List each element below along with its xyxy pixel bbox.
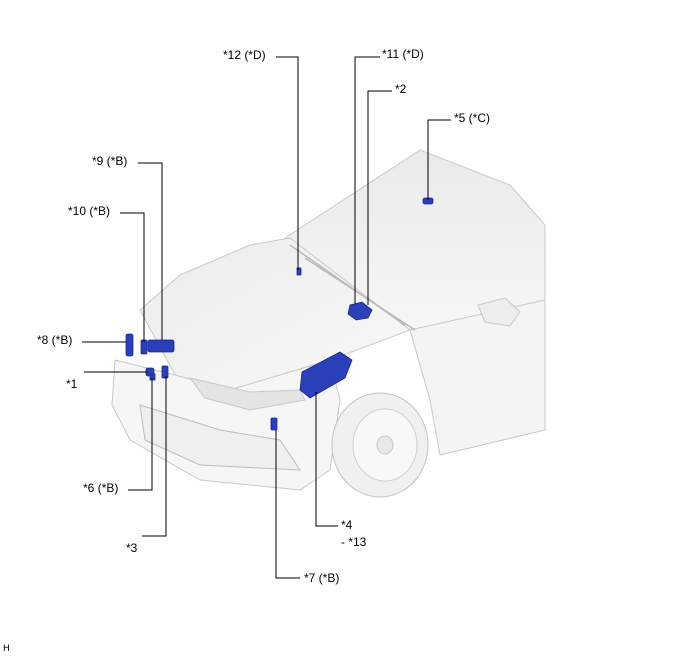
- leader-4: [315, 392, 338, 527]
- callout-5: *5 (*C): [454, 111, 491, 125]
- wipers: [289, 244, 416, 331]
- callout-8: *8 (*B): [37, 333, 73, 347]
- component-8: [125, 333, 134, 357]
- car-body: [111, 149, 546, 491]
- leader-6: [128, 378, 153, 491]
- callout-1: *1: [66, 377, 78, 391]
- callout-7: *7 (*B): [304, 571, 340, 585]
- figure-code: H: [3, 644, 10, 654]
- leader-lines: [82, 56, 451, 579]
- callout-11: *11 (*D): [382, 47, 424, 61]
- callout-13: - *13: [341, 535, 367, 549]
- callout-2: *2: [395, 82, 407, 96]
- component-9: [147, 339, 175, 353]
- leader-5: [427, 119, 451, 200]
- component-7: [270, 417, 278, 431]
- leader-11: [354, 56, 380, 304]
- front-wheel: [331, 392, 429, 498]
- grille: [139, 404, 301, 471]
- headlight: [188, 377, 306, 411]
- component-2-11: [347, 301, 373, 321]
- components: [125, 197, 434, 431]
- callout-12: *12 (*D): [223, 48, 266, 62]
- side-body: [409, 299, 546, 456]
- callout-4: *4: [341, 518, 353, 532]
- component-10: [140, 339, 148, 355]
- side-mirror: [477, 297, 521, 327]
- leader-9: [138, 162, 163, 340]
- component-12: [296, 267, 302, 276]
- leader-12: [276, 56, 299, 270]
- leader-2: [367, 90, 392, 305]
- callout-9: *9 (*B): [92, 154, 128, 168]
- callout-3: *3: [126, 541, 138, 555]
- callout-10: *10 (*B): [68, 204, 111, 218]
- component-3: [161, 365, 169, 379]
- leader-7: [275, 430, 300, 579]
- component-4: [299, 351, 353, 399]
- leader-3: [142, 376, 167, 537]
- callout-6: *6 (*B): [83, 481, 119, 495]
- leader-10: [120, 212, 145, 342]
